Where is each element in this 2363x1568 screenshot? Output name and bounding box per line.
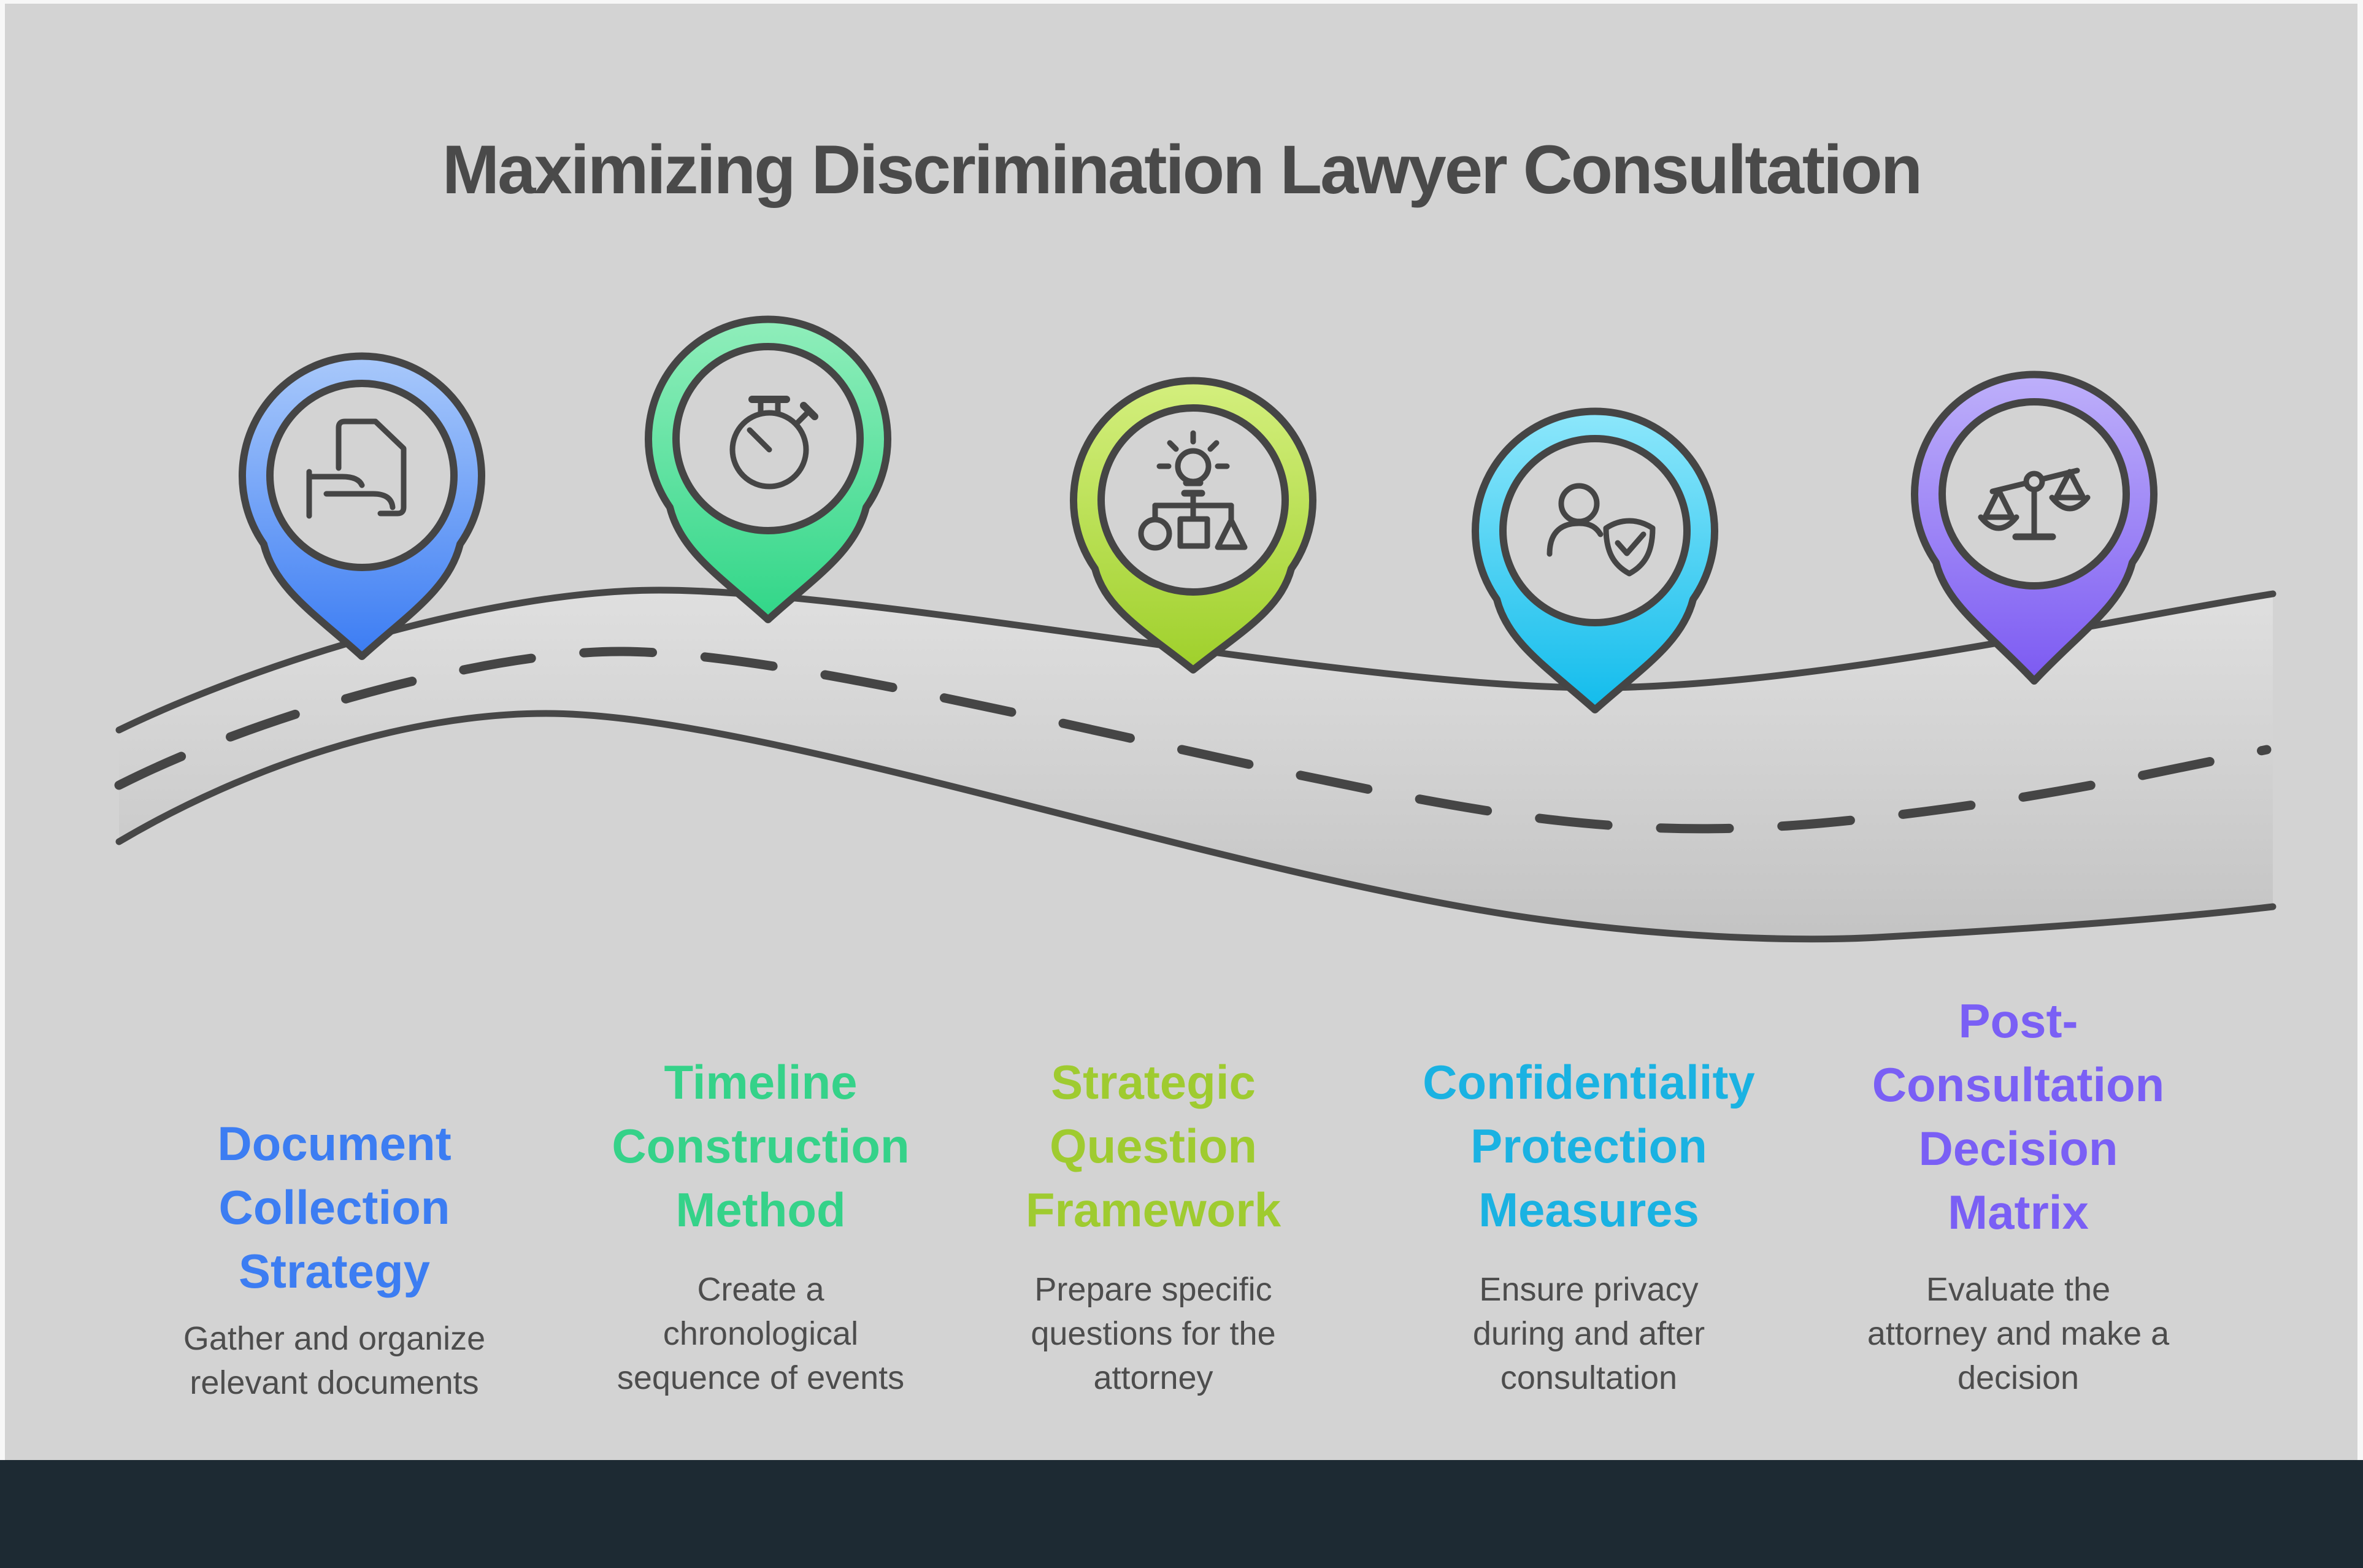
step-description-5: Evaluate the attorney and make a decisio… (1867, 1271, 2170, 1396)
pin-timeline-construction (645, 315, 891, 623)
step-block-4: Confidentiality Protection Measures (1374, 1050, 1804, 1242)
step-description-3: Prepare specific questions for the attor… (1031, 1271, 1276, 1396)
step-title-5: Post- Consultation Decision Matrix (1872, 994, 2165, 1239)
road-surface (119, 590, 2273, 939)
pin-strategic-question (1070, 377, 1316, 674)
step-title-4: Confidentiality Protection Measures (1423, 1055, 1755, 1237)
scales-icon (1978, 467, 2091, 540)
pin-confidentiality-protection (1472, 407, 1718, 713)
step-description-1: Gather and organize relevant documents (183, 1320, 486, 1401)
step-description-4: Ensure privacy during and after consulta… (1472, 1271, 1705, 1396)
step-title-2: Timeline Construction Method (612, 1055, 910, 1237)
footer-bar (0, 1460, 2363, 1568)
document-hand-icon (306, 418, 407, 519)
stopwatch-icon (729, 396, 818, 490)
step-block-5: Post- Consultation Decision Matrix (1822, 989, 2215, 1244)
step-block-1: Document Collection Strategy (144, 1112, 524, 1303)
idea-flowchart-icon (1138, 430, 1248, 551)
step-block-2: Timeline Construction Method (571, 1050, 951, 1242)
privacy-shield-icon (1547, 483, 1656, 577)
step-title-1: Document Collection Strategy (217, 1116, 451, 1298)
road-center-dashes (114, 647, 2272, 834)
page-title: Maximizing Discrimination Lawyer Consult… (442, 131, 1923, 208)
road-edge-bottom (115, 710, 2277, 943)
pin-post-consultation-decision (1911, 371, 2157, 685)
pin-document-collection (239, 352, 485, 660)
step-description-2: Create a chronological sequence of event… (617, 1271, 905, 1396)
step-block-3: Strategic Question Framework (957, 1050, 1350, 1242)
step-title-3: Strategic Question Framework (1025, 1055, 1281, 1237)
